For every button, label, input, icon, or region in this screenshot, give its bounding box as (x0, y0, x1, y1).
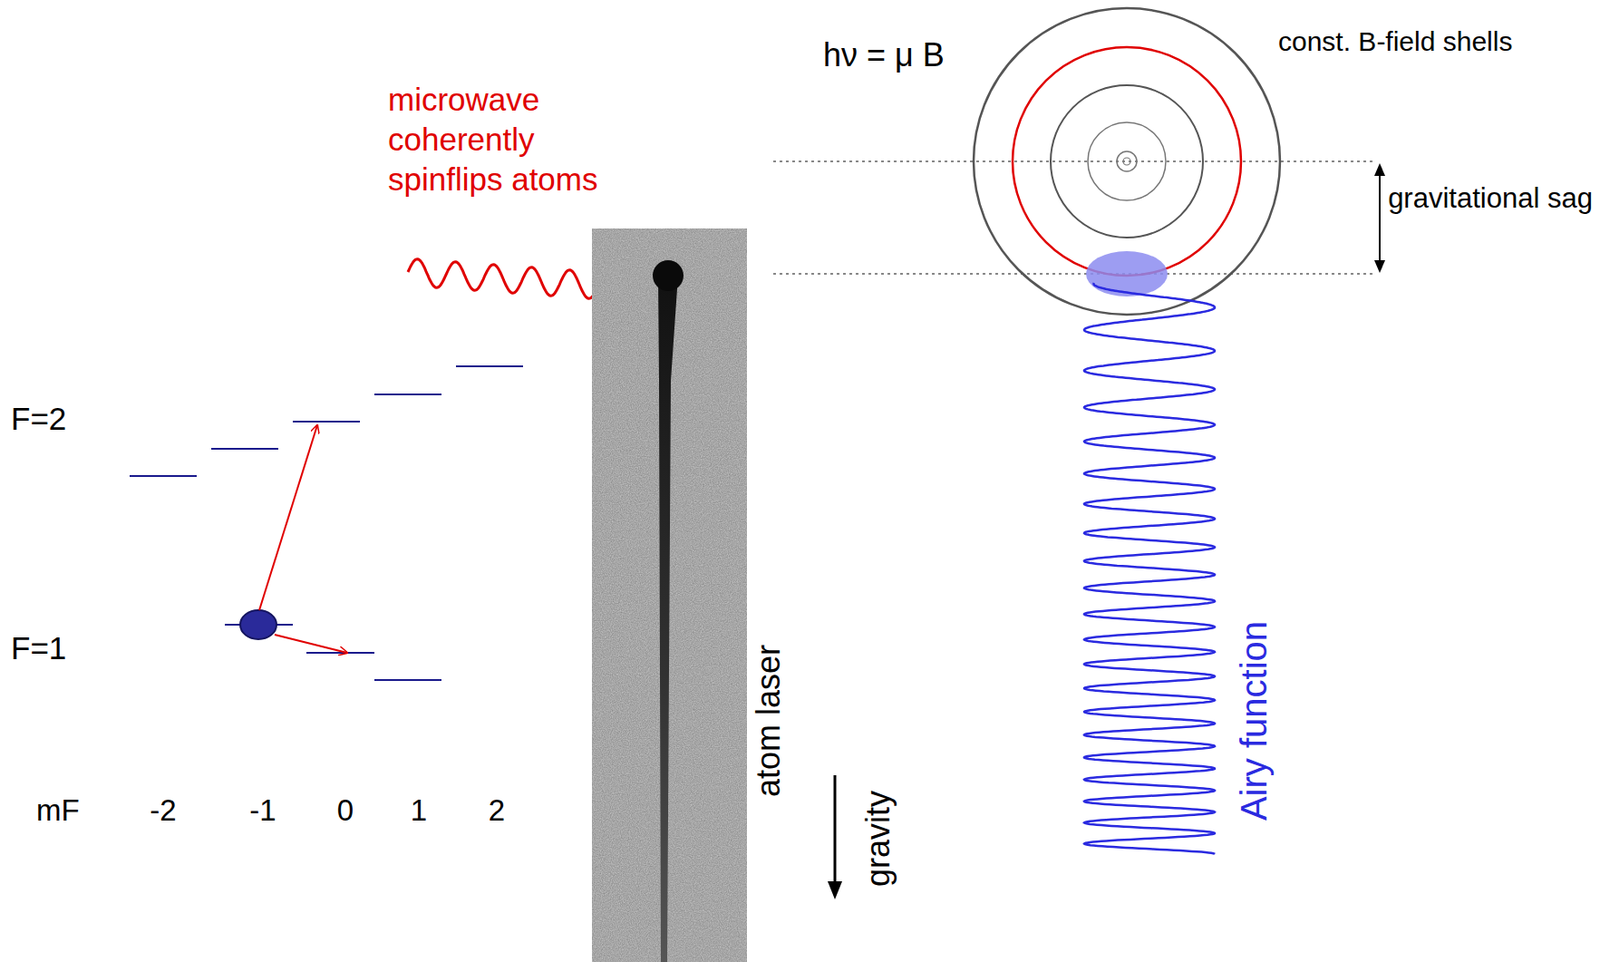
sag-arrowhead (1374, 163, 1386, 176)
image-noise (591, 228, 747, 962)
axis-label: mF (36, 791, 80, 829)
airy-label: Airy function (1231, 620, 1277, 821)
shells-label: const. B-field shells (1278, 24, 1513, 59)
microwave-label: microwave coherently spinflips atoms (387, 79, 633, 199)
dotted-line (773, 160, 1373, 163)
sag-arrowhead (1374, 260, 1386, 273)
bec-dot (652, 260, 684, 291)
sag-arrow (1378, 172, 1381, 264)
gravity-arrow (833, 775, 837, 884)
energy-levels (129, 366, 524, 680)
sag-label: gravitational sag (1386, 181, 1595, 217)
gravity-arrowhead (827, 881, 843, 900)
transition-arrow (259, 425, 318, 611)
field-shells (973, 8, 1280, 315)
level-label: F=2 (10, 398, 67, 439)
transition-arrow (274, 634, 348, 653)
bec-cloud (1086, 251, 1168, 297)
mf-number: -1 (249, 791, 276, 829)
atom-beam (658, 275, 679, 962)
airy-curve (1084, 282, 1215, 854)
level-label: F=1 (10, 628, 67, 669)
mf-number: -2 (149, 791, 176, 829)
mf-number: 1 (410, 791, 427, 829)
atom-laser-label: atom laser (747, 644, 789, 797)
mf-number: 2 (488, 791, 505, 829)
gravity-label: gravity (857, 790, 899, 887)
dotted-line (773, 272, 1373, 275)
formula-label: hν = μ B (823, 34, 945, 76)
absorption-image (591, 228, 747, 962)
mf-number: 0 (337, 791, 354, 829)
atom-dot (240, 610, 277, 640)
